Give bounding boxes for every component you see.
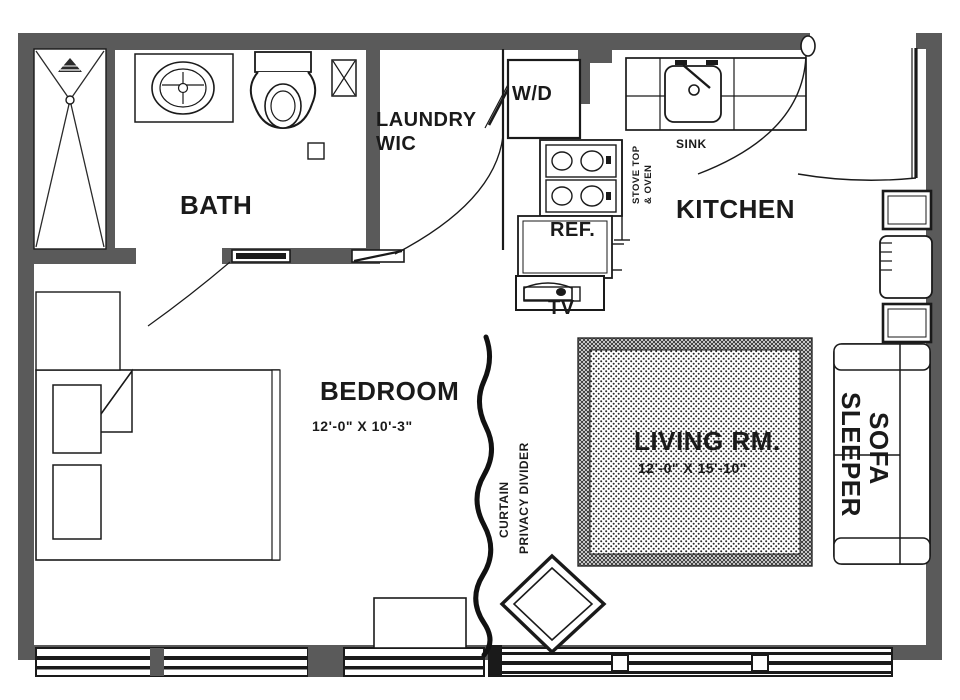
window-right: [499, 647, 893, 677]
room-dimension-livingrm: 12'-0" X 15'-10": [638, 460, 747, 476]
stove-top-oven: [539, 139, 630, 241]
area-rug: [577, 337, 813, 567]
window-left: [35, 647, 309, 677]
bed: [35, 368, 281, 561]
room-label-bath: BATH: [180, 190, 253, 220]
closet-door[interactable]: [351, 249, 405, 263]
washer-dryer: [506, 58, 582, 140]
room-dimension-bedroom: 12'-0" X 10'-3": [312, 418, 413, 434]
window-mullion-right: [488, 645, 502, 677]
label-washer-dryer: W/D: [512, 83, 553, 105]
label-sleeper: SLEEPER: [836, 392, 866, 517]
curtain-divider: [473, 334, 494, 658]
side-table-upper: [881, 189, 933, 231]
window-mullion-left: [308, 645, 344, 677]
label-tv: TV: [548, 297, 575, 319]
sofa-sleeper: [833, 343, 931, 565]
label-laundry: LAUNDRY: [376, 109, 477, 131]
toilet: [249, 51, 317, 130]
label-wic: WIC: [376, 133, 417, 155]
window-left-b: [343, 647, 485, 677]
bathtub-shower: [33, 48, 107, 250]
toilet-paper-holder: [307, 142, 325, 160]
label-sofa: SOFA: [864, 412, 894, 485]
closet-hatch: [331, 59, 357, 97]
bench: [373, 597, 467, 649]
room-label-kitchen: KITCHEN: [676, 194, 796, 224]
nightstand: [35, 291, 121, 371]
side-table-lower: [881, 302, 933, 344]
television: [515, 275, 605, 311]
bath-door[interactable]: [147, 249, 291, 327]
label-stove-line1: STOVE TOP: [631, 145, 642, 204]
label-curtain-line2: PRIVACY DIVIDER: [517, 442, 531, 554]
kitchen-sink: [664, 60, 722, 123]
refrigerator: [517, 215, 624, 279]
vanity-sink: [134, 53, 234, 123]
label-stove-line2: & OVEN: [643, 164, 654, 204]
room-label-livingrm: LIVING RM.: [634, 426, 781, 456]
room-label-bedroom: BEDROOM: [320, 376, 460, 406]
label-sink: SINK: [676, 137, 707, 151]
label-refrigerator: REF.: [550, 219, 596, 241]
diamond-table: [499, 553, 607, 655]
armchair: [879, 235, 933, 299]
entry-door[interactable]: [697, 35, 918, 181]
label-curtain-line1: CURTAIN: [497, 481, 511, 538]
